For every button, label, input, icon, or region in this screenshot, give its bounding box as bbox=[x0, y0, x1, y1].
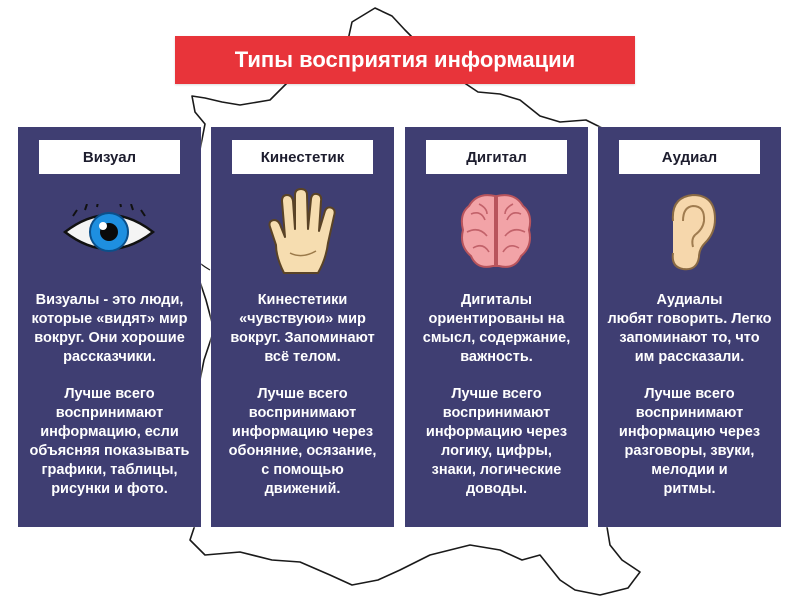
card-label: Дигитал bbox=[426, 140, 567, 174]
card-best-way: Лучше всего воспринимают информацию чере… bbox=[425, 386, 568, 497]
card-best-way: Лучше всего воспринимают информацию чере… bbox=[228, 386, 377, 497]
card-best-way: Лучше всего воспринимают информацию, есл… bbox=[29, 386, 190, 497]
card-best-way: Лучше всего воспринимают информацию чере… bbox=[618, 386, 761, 497]
hand-icon bbox=[252, 187, 352, 277]
card-kinesthetic: Кинестетик Кинестетики «чувствуюи» мир в… bbox=[211, 127, 394, 527]
brain-icon bbox=[446, 187, 546, 277]
ear-icon bbox=[639, 187, 739, 277]
card-description: Аудиалы любят говорить. Легко запоминают… bbox=[607, 292, 772, 365]
card-audial: Аудиал Аудиалы любят говорить. Легко зап… bbox=[598, 127, 781, 527]
card-label: Аудиал bbox=[619, 140, 760, 174]
card-digital: Дигитал Дигиталы ориентированы на смысл,… bbox=[405, 127, 588, 527]
card-label: Кинестетик bbox=[232, 140, 373, 174]
card-description: Кинестетики «чувствуюи» мир вокруг. Запо… bbox=[230, 292, 375, 365]
card-description: Дигиталы ориентированы на смысл, содержа… bbox=[422, 292, 571, 365]
card-description: Визуалы - это люди, которые «видят» мир … bbox=[31, 292, 188, 365]
page-title: Типы восприятия информации bbox=[175, 36, 635, 84]
eye-icon bbox=[59, 187, 159, 277]
card-visual: Визуал Визуалы - это люди, которые «видя… bbox=[18, 127, 201, 527]
card-label: Визуал bbox=[39, 140, 180, 174]
